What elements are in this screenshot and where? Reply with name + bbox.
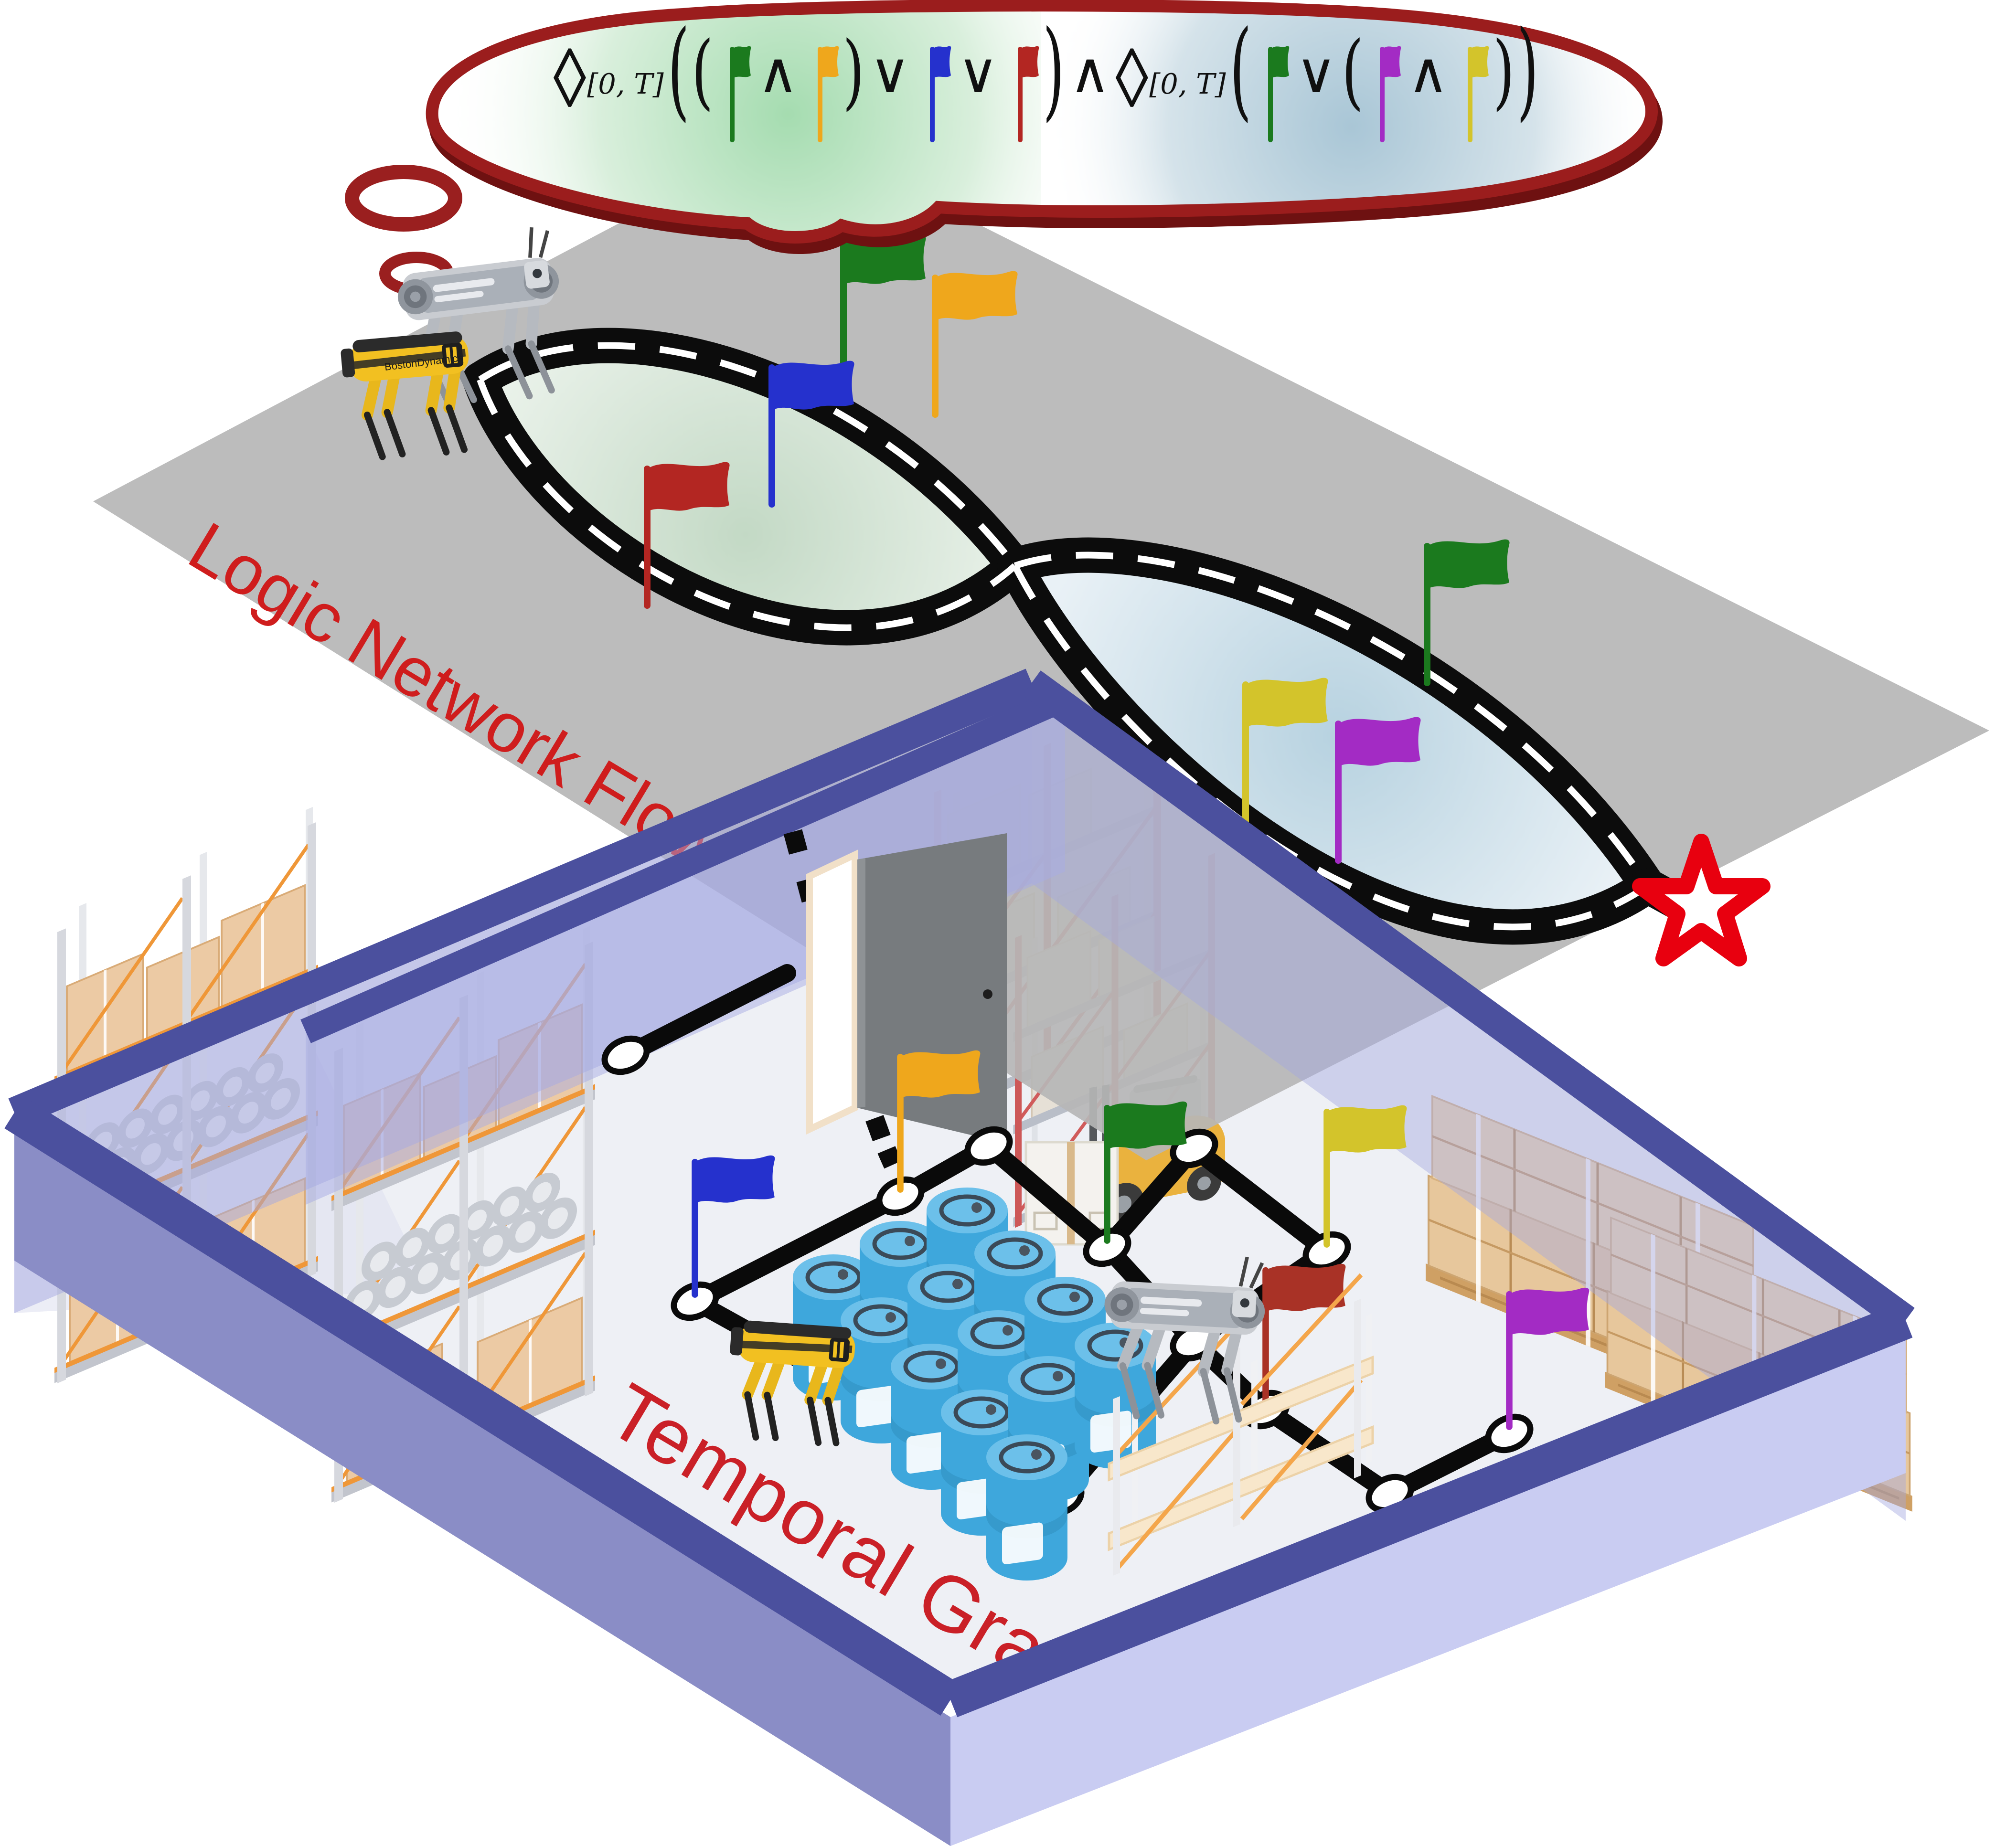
operator: ◊ <box>553 30 587 127</box>
graph-edge <box>1185 1139 1336 1260</box>
paren: ( <box>691 23 714 119</box>
paren: ( <box>1342 23 1364 119</box>
operator: ◊ <box>1115 30 1149 127</box>
graph-edge <box>980 1137 1116 1256</box>
flag-icon <box>1366 44 1402 158</box>
paren: ) <box>1493 23 1515 119</box>
graph-node[interactable] <box>874 1173 927 1219</box>
flag-icon <box>1454 44 1490 158</box>
flag-icon <box>1004 44 1040 158</box>
warehouse-front-walls <box>4 1096 1913 1846</box>
operator: ∨ <box>957 40 999 106</box>
paren: ( <box>1229 7 1252 132</box>
doorway <box>806 849 858 1135</box>
divider-wall <box>306 698 1065 1205</box>
paren: ) <box>1042 7 1065 132</box>
operator: ∨ <box>869 40 911 106</box>
operator: ∧ <box>757 40 799 106</box>
operator: ∨ <box>1295 40 1337 106</box>
time-interval: [0, T] <box>1149 67 1226 101</box>
paren: ) <box>843 23 865 119</box>
door-dashed-path-lower <box>877 1146 908 1182</box>
graph-edge <box>617 964 796 1064</box>
graph-edge <box>686 1187 909 1310</box>
front-right-wall-face <box>950 1337 1906 1846</box>
graph-node[interactable] <box>962 1123 1015 1169</box>
paren: ) <box>1516 7 1539 132</box>
goal-star-icon <box>1632 834 1771 966</box>
warehouse-walls <box>8 668 1915 1521</box>
plane-robots: BostonDynamics <box>340 225 572 461</box>
flag-icon <box>917 44 952 158</box>
graph-node[interactable] <box>669 1278 721 1324</box>
graph-node[interactable] <box>1483 1411 1536 1456</box>
graph-node[interactable] <box>1081 1224 1133 1270</box>
back-right-wall <box>1032 683 1906 1521</box>
time-interval: [0, T] <box>587 67 664 101</box>
stl-formula: ◊[0, T](( ∧ )∨ ∨ )∧◊[0, T]( ∨( ∧ )) <box>459 11 1633 185</box>
paren: ( <box>667 7 690 132</box>
left-loop-region <box>480 345 1015 628</box>
operator: ∧ <box>1408 40 1449 106</box>
front-left-wall-face <box>14 1130 950 1846</box>
flag-icon <box>716 44 752 158</box>
crate <box>1024 1141 1119 1246</box>
graph-node[interactable] <box>1301 1228 1353 1274</box>
flag-icon <box>804 44 840 158</box>
road-figure-eight <box>462 328 1694 945</box>
operator: ∧ <box>1069 40 1111 106</box>
graph-node[interactable] <box>599 1032 652 1078</box>
right-loop-region <box>1015 555 1648 927</box>
flag-icon <box>1255 44 1290 158</box>
thought-bubble <box>345 0 1672 296</box>
